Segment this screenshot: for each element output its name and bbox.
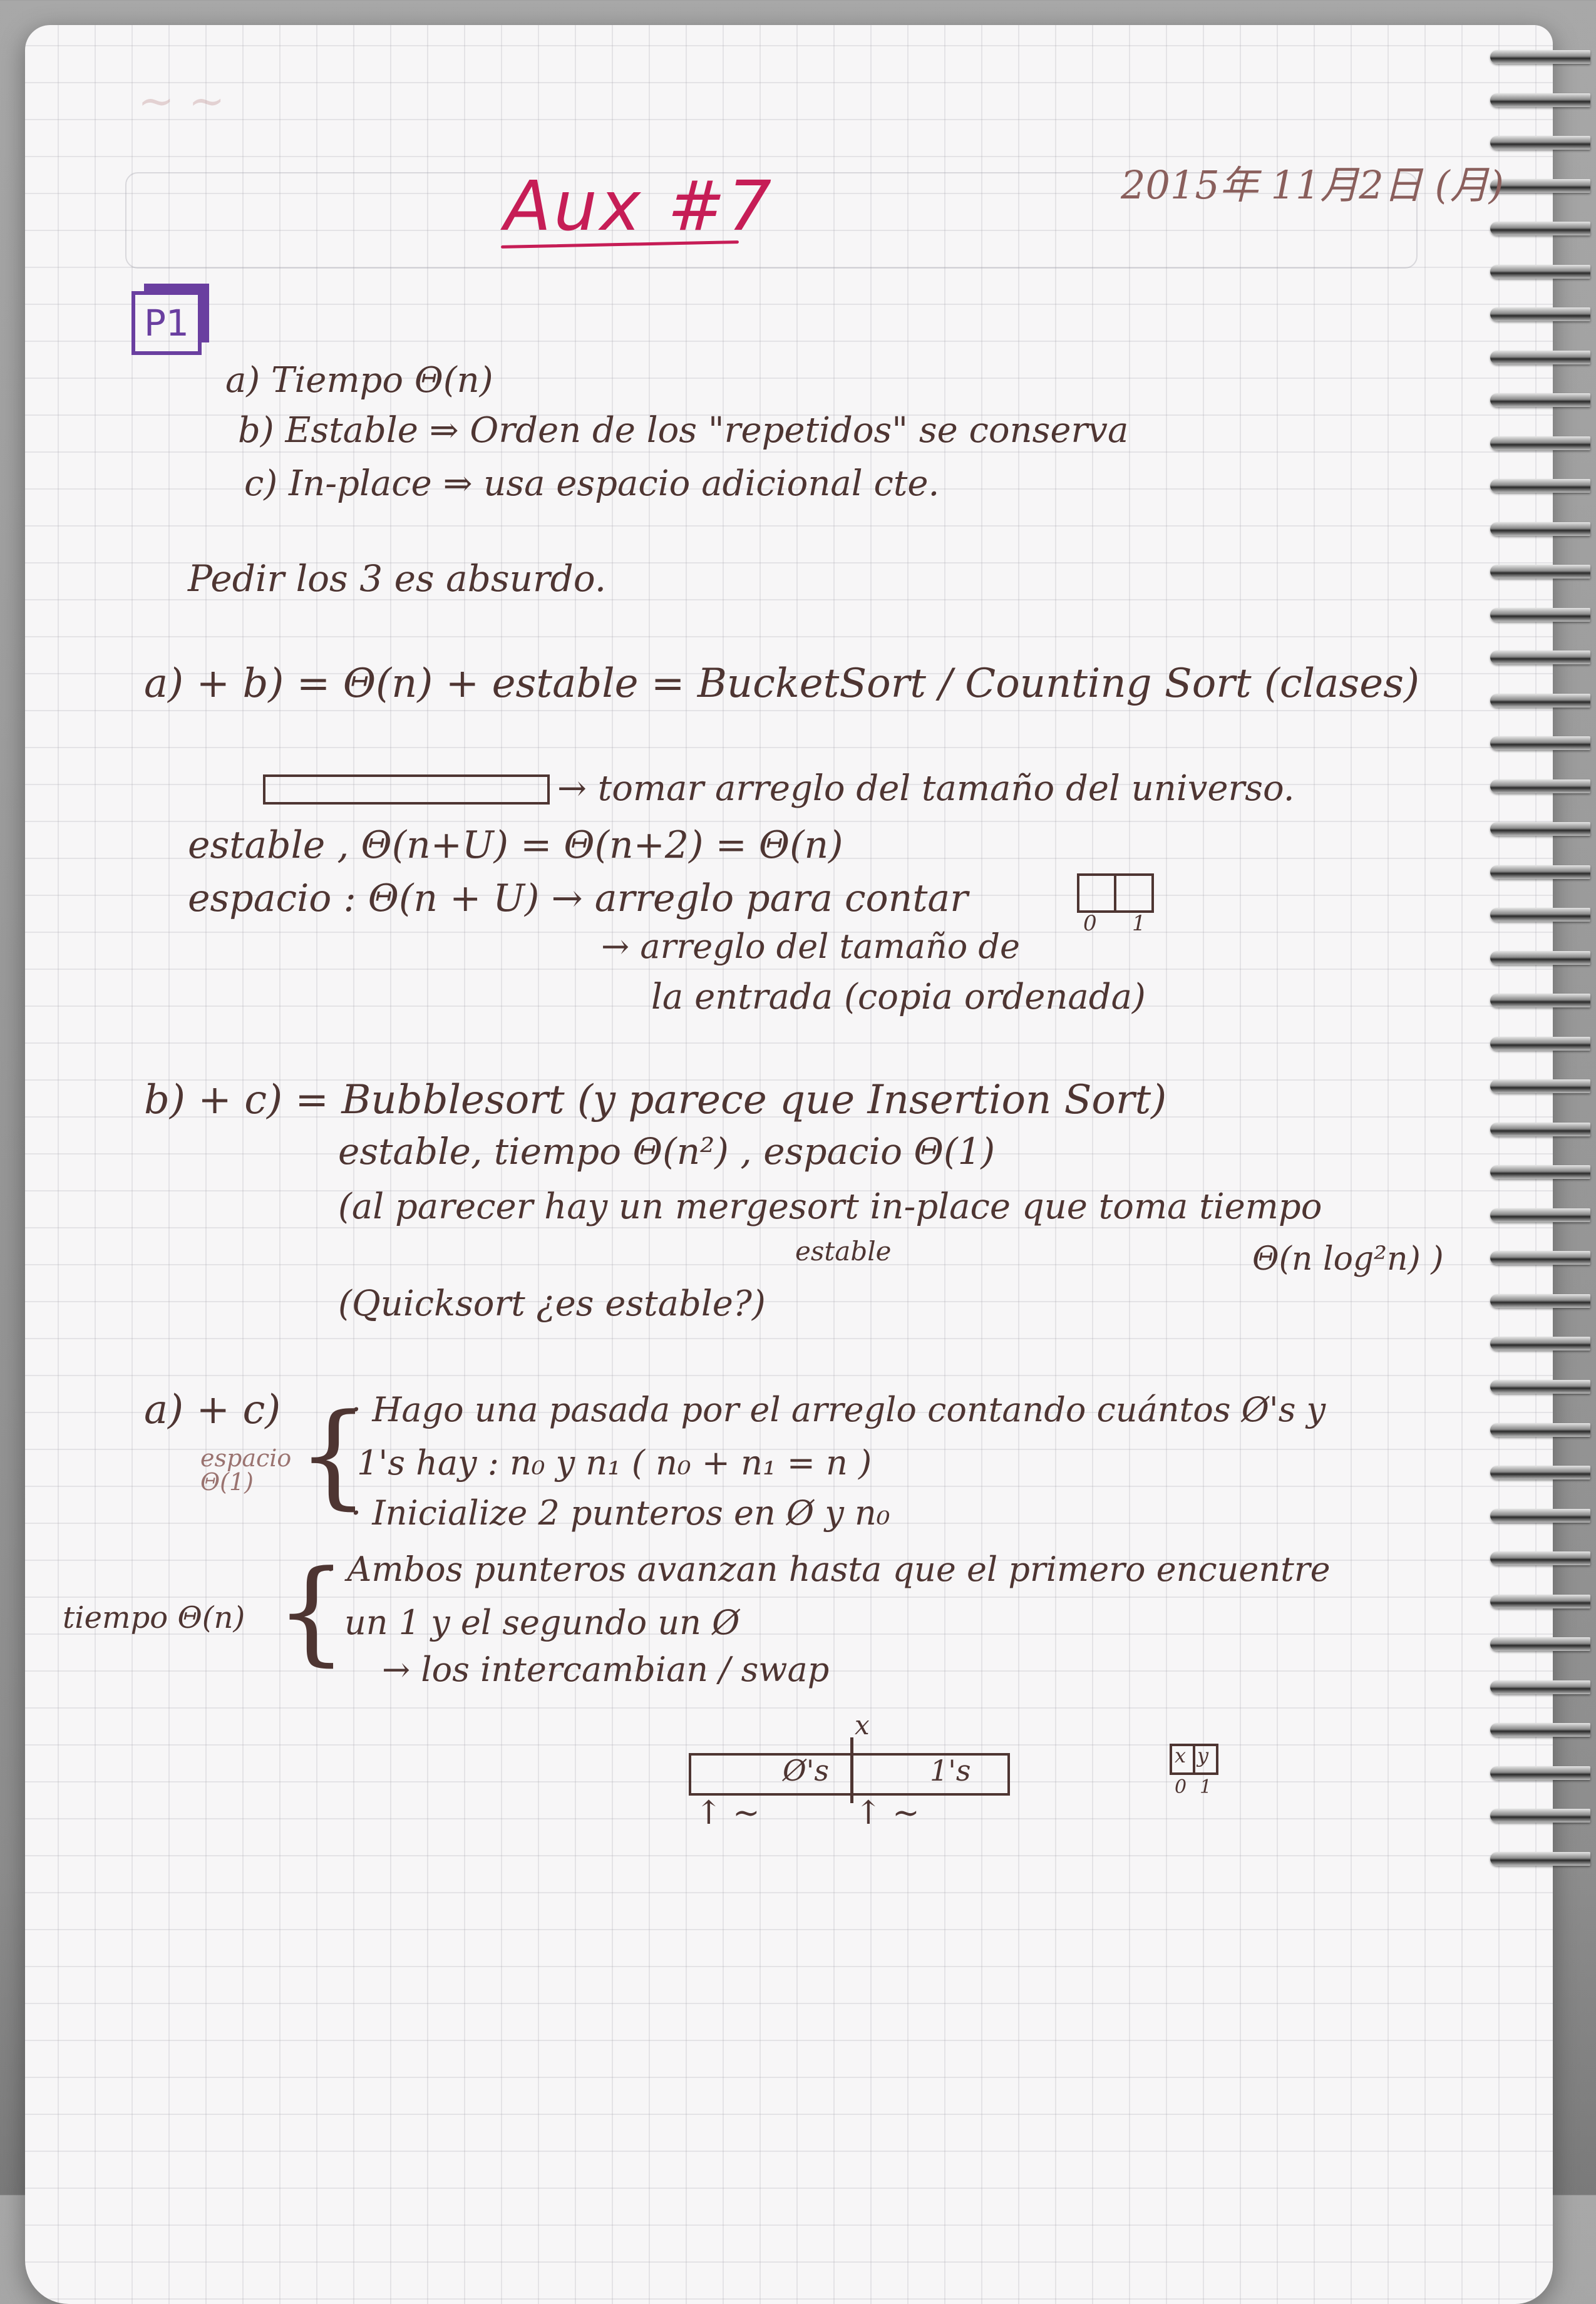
swap-cell-x: x — [1175, 1744, 1187, 1767]
spiral-ring — [1490, 950, 1590, 965]
spiral-ring — [1490, 779, 1590, 793]
spiral-ring — [1490, 693, 1590, 707]
spiral-ring — [1490, 565, 1590, 579]
spiral-ring — [1490, 736, 1590, 751]
spiral-ring — [1490, 607, 1590, 622]
bc-merge-note: estable — [795, 1236, 892, 1267]
ac-step3b: un 1 y el segundo un Ø — [344, 1603, 740, 1642]
spiral-ring — [1490, 222, 1590, 236]
bc-props: estable, tiempo Θ(n²) , espacio Θ(1) — [338, 1130, 996, 1173]
ab-estable: estable , Θ(n+U) = Θ(n+2) = Θ(n) — [188, 823, 843, 867]
spiral-ring — [1490, 136, 1590, 150]
header-rule — [125, 172, 1418, 269]
spiral-ring — [1490, 50, 1590, 64]
spiral-ring — [1490, 1379, 1590, 1394]
spiral-ring — [1490, 1723, 1590, 1737]
ab-heading: a) + b) = Θ(n) + estable = BucketSort / … — [144, 661, 1419, 707]
ac-step1a: · Hago una pasada por el arreglo contand… — [351, 1390, 1326, 1429]
spiral-ring — [1490, 1766, 1590, 1780]
ac-step2: · Inicialize 2 punteros en Ø y n₀ — [351, 1493, 890, 1533]
bc-quick: (Quicksort ¿es estable?) — [338, 1283, 766, 1324]
count-array-box — [1077, 873, 1154, 913]
spiral-ring — [1490, 479, 1590, 493]
swap-cell-y: y — [1197, 1744, 1209, 1767]
spiral-ring — [1490, 1079, 1590, 1094]
spiral-ring — [1490, 1293, 1590, 1308]
count-box-label-0: 0 — [1083, 911, 1097, 936]
spiral-ring — [1490, 1637, 1590, 1652]
bc-heading: b) + c) = Bubblesort (y parece que Inser… — [144, 1077, 1167, 1123]
spiral-ring — [1490, 1122, 1590, 1136]
spiral-ring — [1490, 1551, 1590, 1566]
prop-c: c) In-place ⇒ usa espacio adicional cte. — [244, 463, 940, 504]
brace-time: { — [275, 1546, 348, 1677]
spiral-ring — [1490, 1508, 1590, 1523]
spiral-ring — [1490, 822, 1590, 836]
ab-arr2: → arreglo del tamaño de — [601, 927, 1020, 966]
prop-b: b) Estable ⇒ Orden de los "repetidos" se… — [238, 410, 1129, 451]
problem-label: P1 — [131, 291, 202, 355]
bc-merge2: Θ(n log²n) ) — [1252, 1240, 1444, 1278]
swap-label-0: 0 — [1175, 1776, 1187, 1798]
spiral-ring — [1490, 651, 1590, 665]
pointer-arrow-right: ↑ ~ — [855, 1794, 920, 1832]
spiral-ring — [1490, 908, 1590, 922]
spiral-ring — [1490, 1251, 1590, 1265]
notebook-page — [25, 25, 1553, 2304]
spiral-ring — [1490, 1680, 1590, 1694]
swap-label-1: 1 — [1200, 1776, 1212, 1798]
spiral-ring — [1490, 1809, 1590, 1823]
spiral-ring — [1490, 865, 1590, 879]
bleed-through: ~ ~ — [138, 75, 225, 126]
page-date: 2015年 11月2日 (月) — [1121, 162, 1504, 208]
spiral-ring — [1490, 1036, 1590, 1051]
spiral-ring — [1490, 1466, 1590, 1480]
brace-space: { — [297, 1390, 369, 1521]
spiral-ring — [1490, 1208, 1590, 1222]
ab-note1: → tomar arreglo del tamaño del universo. — [557, 768, 1295, 809]
ab-arr3: la entrada (copia ordenada) — [651, 977, 1146, 1017]
swap-box — [1170, 1744, 1218, 1775]
spiral-ring — [1490, 93, 1590, 107]
count-box-label-1: 1 — [1132, 911, 1146, 936]
diagram-ones: 1's — [930, 1754, 971, 1787]
diagram-x-mark: x — [855, 1710, 870, 1741]
spiral-ring — [1490, 994, 1590, 1008]
spiral-ring — [1490, 1422, 1590, 1437]
spiral-ring — [1490, 1337, 1590, 1351]
pointer-arrow-left: ↑ ~ — [695, 1794, 760, 1832]
ac-side-space: espacio Θ(1) — [200, 1444, 292, 1496]
spiral-ring — [1490, 307, 1590, 322]
spiral-ring — [1490, 264, 1590, 279]
spiral-ring — [1490, 1594, 1590, 1608]
partition-array — [689, 1753, 1010, 1796]
spiral-ring — [1490, 178, 1590, 193]
ac-step1b: 1's hay : n₀ y n₁ ( n₀ + n₁ = n ) — [357, 1443, 872, 1483]
prop-a: a) Tiempo Θ(n) — [225, 360, 493, 401]
spiral-ring — [1490, 1165, 1590, 1180]
ab-espacio: espacio : Θ(n + U) → arreglo para contar — [188, 877, 968, 920]
ac-step3a: · Ambos punteros avanzan hasta que el pr… — [326, 1550, 1331, 1589]
universe-array — [263, 774, 550, 805]
diagram-zeros: Ø's — [783, 1754, 829, 1787]
spiral-ring — [1490, 436, 1590, 450]
absurd-note: Pedir los 3 es absurdo. — [188, 557, 607, 600]
spiral-ring — [1490, 350, 1590, 364]
spiral-ring — [1490, 1851, 1590, 1866]
partition-divider — [850, 1737, 853, 1803]
ac-step4: → los intercambian / swap — [382, 1650, 830, 1689]
ac-side-time: tiempo Θ(n) — [63, 1600, 245, 1635]
spiral-ring — [1490, 522, 1590, 536]
spiral-ring — [1490, 393, 1590, 408]
bc-merge1: (al parecer hay un mergesort in-place qu… — [338, 1186, 1322, 1227]
page-title: Aux #7 — [504, 166, 775, 246]
spiral-binding — [1490, 50, 1596, 1866]
ac-heading: a) + c) — [144, 1387, 281, 1433]
